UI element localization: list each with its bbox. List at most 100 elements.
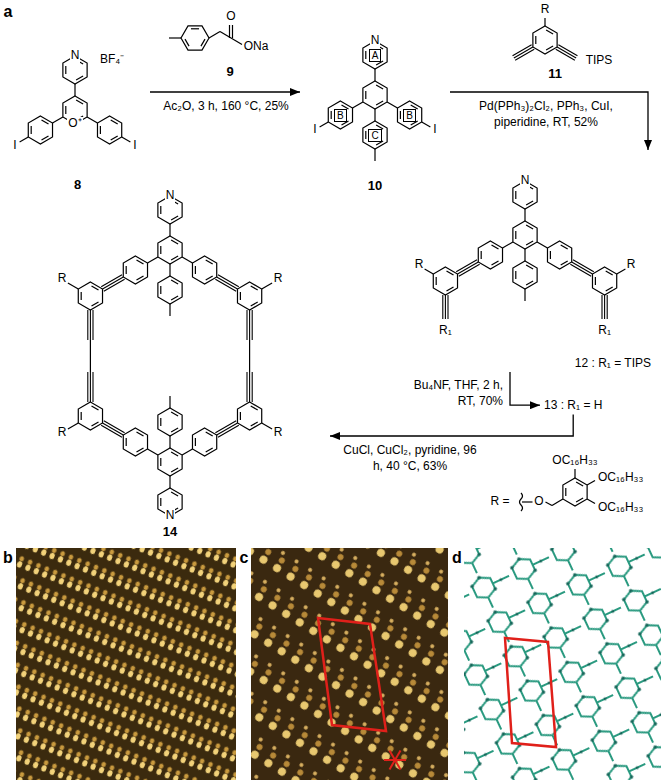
- compound-12-structure: [537, 242, 547, 248]
- compound-12-structure: [617, 269, 626, 274]
- substituent-label: OC₁₆H₃₃: [597, 471, 644, 485]
- compound-11-structure: [513, 45, 535, 61]
- compound-node: 8: [5, 15, 150, 195]
- substituent-r-structure: [574, 469, 575, 478]
- compound-12-structure: [547, 241, 571, 269]
- compound-10-structure: [374, 109, 375, 121]
- compound-14-structure: [169, 436, 170, 448]
- reaction-arrow: [150, 91, 300, 92]
- compound-10-structure: [328, 101, 352, 129]
- compound-9-structure: [209, 32, 220, 39]
- compound-14-structure: [169, 304, 170, 316]
- compound-12-structure: [503, 242, 513, 248]
- compound-14-structure: [68, 423, 78, 429]
- atom-label: O: [225, 10, 236, 24]
- compound-14-structure: [249, 340, 250, 372]
- compound-14-structure: [68, 196, 272, 516]
- compound-14-structure: [148, 449, 158, 455]
- atom-label: I: [312, 123, 317, 137]
- compound-number: 14: [163, 524, 177, 540]
- compound-14-structure: [101, 275, 124, 292]
- compound-12-structure: [425, 181, 626, 319]
- atom-label: ONa: [243, 40, 270, 54]
- compound-node: 10: [300, 6, 450, 196]
- reaction-conditions: Bu₄NF, THF, 2 h, RT, 70%: [401, 377, 503, 409]
- substituent-label: TIPS: [585, 54, 614, 68]
- ring-label: C: [368, 129, 381, 142]
- compound-12-structure: [456, 260, 479, 277]
- compound-number: 12 : R₁ = TIPS: [575, 356, 651, 370]
- compound-14-structure: [215, 421, 238, 438]
- compound-14-structure: [169, 476, 170, 488]
- compound-14-structure: [158, 448, 182, 476]
- compound-9-structure: [169, 37, 181, 38]
- compound-14-structure: [169, 224, 170, 236]
- reaction-conditions: Pd(PPh₃)₂Cl₂, PPh₃, CuI, piperidine, RT,…: [455, 98, 637, 130]
- compound-node: 11: [470, 4, 640, 84]
- atom-label: N: [165, 189, 176, 203]
- molecular-model-d: [464, 548, 661, 780]
- compound-number: 9: [226, 64, 233, 80]
- compound-14-structure: [88, 310, 93, 340]
- compound-14-structure: [237, 282, 261, 310]
- compound-9-structure: [181, 26, 209, 50]
- compound-12-structure: [602, 295, 607, 319]
- substituent-label: R: [273, 426, 284, 440]
- compound-14-structure: [78, 402, 102, 430]
- atom-label: O: [533, 495, 544, 509]
- compound-14-structure: [215, 275, 238, 292]
- substituent-r-structure: [520, 493, 523, 511]
- compound-14-structure: [237, 402, 261, 430]
- compound-11-structure: [513, 18, 578, 60]
- atom-label: I: [12, 139, 17, 153]
- compound-9-structure: [231, 38, 242, 45]
- stm-image-c: [318, 618, 386, 731]
- atom-label: N: [165, 509, 176, 523]
- compound-node: 9: [165, 4, 295, 82]
- compound-14-structure: [158, 236, 182, 264]
- reaction-conditions: Ac₂O, 3 h, 160 °C, 25%: [157, 98, 295, 114]
- definition-label: R =: [489, 495, 510, 509]
- compound-8-structure: [20, 56, 131, 144]
- substituent-r-structure: [563, 478, 587, 506]
- compound-12-structure: [592, 267, 616, 295]
- reaction-arrow: [330, 414, 573, 436]
- substituent-label: OC₁₆H₃₃: [551, 454, 598, 468]
- compound-10-structure: [353, 102, 363, 108]
- substituent-label: R₁: [597, 324, 612, 338]
- panel-letter: d: [451, 549, 463, 567]
- compound-9-structure: [169, 25, 242, 50]
- compound-14-structure: [182, 449, 192, 455]
- substituent-r-structure: [587, 499, 595, 504]
- compound-8-structure: [74, 84, 75, 96]
- compound-10-structure: [320, 41, 431, 161]
- compound-8-structure: [53, 117, 63, 123]
- substituent-label: R: [57, 426, 68, 440]
- substituent-r-structure: [546, 502, 553, 506]
- atom-label: N: [520, 174, 531, 188]
- atom-label: N: [370, 34, 381, 48]
- panel-letter: a: [3, 3, 14, 21]
- stm-image-c: [384, 751, 406, 770]
- ring-label: B: [334, 109, 347, 122]
- atom-label: I: [132, 139, 137, 153]
- substituent-label: OC₁₆H₃₃: [597, 501, 644, 515]
- compound-14-structure: [247, 310, 252, 340]
- panel-letter: b: [2, 549, 14, 567]
- compound-12-structure: [524, 289, 525, 301]
- compound-11-structure: [544, 18, 545, 26]
- compound-14-structure: [158, 408, 182, 436]
- ring-label: B: [403, 109, 416, 122]
- compound-node: 14: [10, 185, 330, 542]
- reaction-arrow: [450, 92, 648, 150]
- molecular-model-d: [505, 638, 556, 747]
- compound-14-structure: [88, 372, 93, 402]
- atom-label: N: [70, 49, 81, 63]
- substituent-label: R: [273, 272, 284, 286]
- substituent-label: R: [57, 272, 68, 286]
- compound-10-structure: [363, 121, 387, 149]
- compound-14-structure: [192, 256, 216, 284]
- compound-12-structure: [513, 261, 537, 289]
- compound-8-structure: [97, 116, 121, 144]
